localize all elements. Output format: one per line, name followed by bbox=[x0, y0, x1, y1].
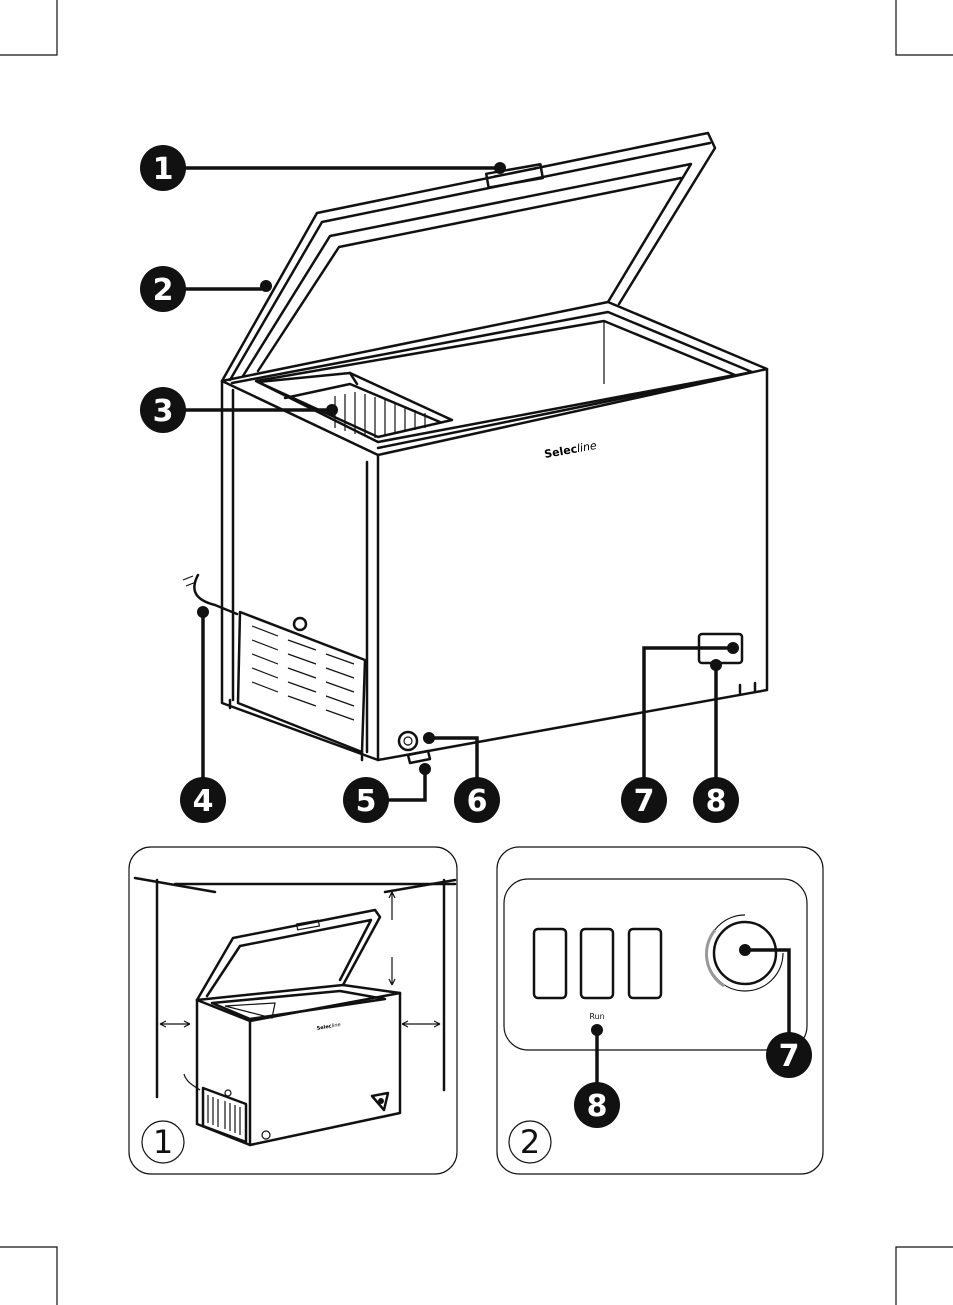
callout-1: 1 bbox=[140, 145, 186, 191]
svg-text:1: 1 bbox=[153, 152, 174, 187]
clearance-arrows bbox=[160, 892, 440, 1027]
callout-5: 5 bbox=[343, 777, 389, 823]
callout-3: 3 bbox=[140, 387, 186, 433]
callout-6: 6 bbox=[454, 777, 500, 823]
callout-2: 2 bbox=[140, 266, 186, 312]
svg-text:4: 4 bbox=[193, 784, 214, 819]
svg-text:3: 3 bbox=[153, 394, 174, 429]
panel-callout-7: 7 bbox=[766, 1032, 812, 1078]
svg-text:6: 6 bbox=[467, 784, 488, 819]
chest-freezer-illustration: Selecline bbox=[183, 133, 767, 763]
svg-text:7: 7 bbox=[779, 1039, 800, 1074]
svg-text:7: 7 bbox=[634, 784, 655, 819]
callout-4: 4 bbox=[180, 777, 226, 823]
callout-lines bbox=[163, 162, 739, 800]
svg-text:8: 8 bbox=[706, 784, 727, 819]
callout-7: 7 bbox=[621, 777, 667, 823]
indicator-light-3 bbox=[629, 929, 661, 998]
brand-logo: Selecline bbox=[543, 439, 598, 461]
installation-panel-number: 1 bbox=[153, 1123, 173, 1161]
control-panel-plate bbox=[504, 879, 807, 1050]
svg-text:2: 2 bbox=[153, 273, 174, 308]
svg-text:5: 5 bbox=[356, 784, 377, 819]
mini-brand-logo: Selecline bbox=[316, 1022, 341, 1032]
mini-freezer: Selecline bbox=[184, 910, 400, 1145]
power-cord bbox=[183, 575, 237, 614]
freezer-basket bbox=[258, 373, 452, 438]
callout-8: 8 bbox=[693, 777, 739, 823]
control-panel-frame bbox=[497, 847, 823, 1174]
installation-panel: Selecline 1 bbox=[129, 847, 457, 1174]
drain-cap bbox=[399, 732, 417, 750]
indicator-light-2 bbox=[581, 929, 613, 998]
indicator-light-1 bbox=[534, 929, 566, 998]
svg-text:8: 8 bbox=[587, 1089, 608, 1124]
run-label: Run bbox=[589, 1012, 604, 1021]
panel-callout-8: 8 bbox=[574, 1082, 620, 1128]
installation-panel-frame bbox=[129, 847, 457, 1174]
control-panel-detail: Run 7 8 2 bbox=[497, 847, 823, 1174]
control-panel-number: 2 bbox=[520, 1123, 540, 1161]
freezer-cabinet bbox=[222, 302, 767, 760]
